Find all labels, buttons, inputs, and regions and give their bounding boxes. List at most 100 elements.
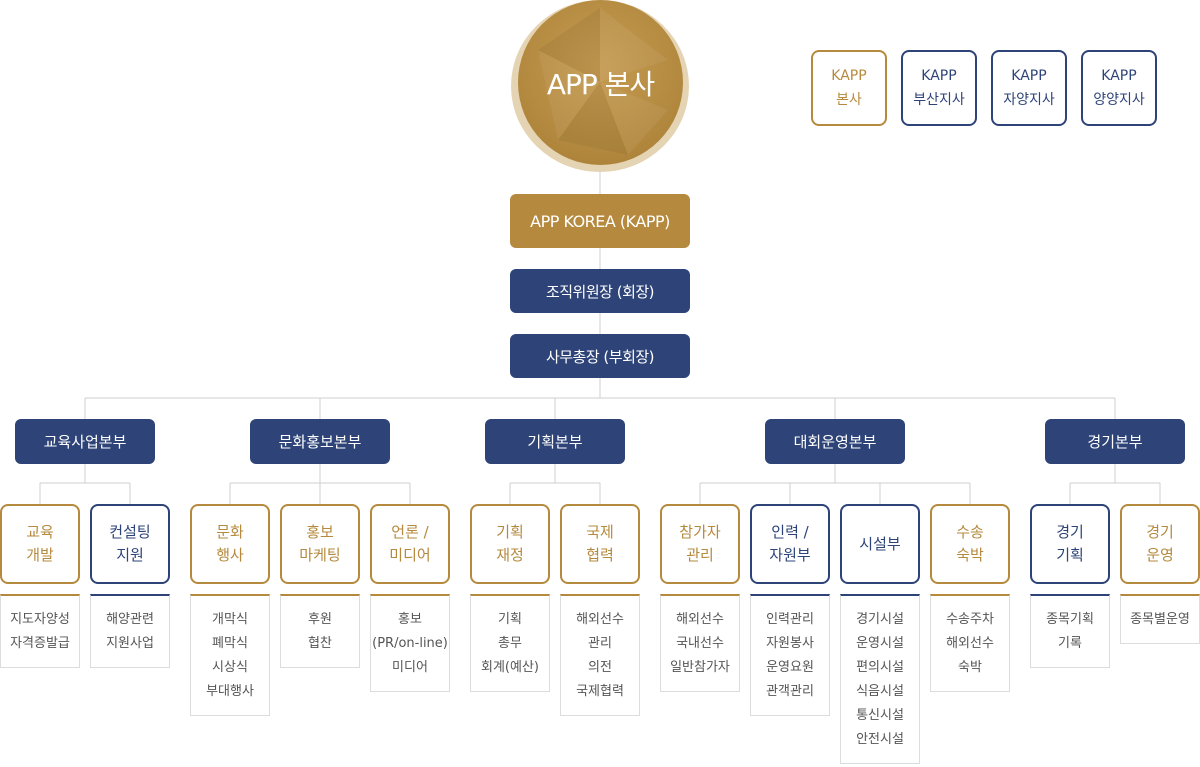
hq-node: APP 본사 [518, 0, 683, 165]
team-line: 미디어 [389, 546, 431, 564]
duty-list-participants: 해외선수 국내선수 일반참가자 [660, 594, 740, 692]
branch-line2: 양양지사 [1093, 92, 1145, 108]
chairman-box: 조직위원장 (회장) [510, 269, 690, 313]
duty-item: 후원 [308, 612, 332, 627]
duty-list-hr-resources: 인력관리 자원봉사 운영요원 관객관리 [750, 594, 830, 716]
duty-item: 시상식 [212, 660, 248, 675]
duty-item: 해양관련 [106, 612, 154, 627]
team-participants: 참가자 관리 [660, 504, 740, 584]
team-culture-events: 문화 행사 [190, 504, 270, 584]
duty-item: 편의시설 [856, 660, 904, 675]
team-line: 행사 [216, 546, 244, 564]
duty-item: 인력관리 [766, 612, 814, 627]
duty-item: 협찬 [308, 636, 332, 651]
team-planning-finance: 기획 재정 [470, 504, 550, 584]
duty-item: 폐막식 [212, 636, 248, 651]
duty-item: 수송주차 [946, 612, 994, 627]
division-operations: 대회운영본부 [765, 419, 905, 464]
team-line: 수송 [956, 523, 984, 541]
branch-line2: 부산지사 [913, 92, 965, 108]
branch-line1: KAPP [921, 68, 957, 84]
duty-item: 관리 [588, 636, 612, 651]
team-transport-lodging: 수송 숙박 [930, 504, 1010, 584]
branch-kapp-hq[interactable]: KAPP 본사 [811, 50, 887, 126]
team-pr-marketing: 홍보 마케팅 [280, 504, 360, 584]
duty-list-competition-operations: 종목별운영 [1120, 594, 1200, 644]
hq-facet-pattern [538, 8, 668, 155]
branch-line2: 자양지사 [1003, 92, 1055, 108]
branch-line1: KAPP [1101, 68, 1137, 84]
duty-list-culture-events: 개막식 폐막식 시상식 부대행사 [190, 594, 270, 716]
team-line: 교육 [26, 523, 54, 541]
branch-kapp-jayang[interactable]: KAPP 자양지사 [991, 50, 1067, 126]
duty-list-press-media: 홍보 (PR/on-line) 미디어 [370, 594, 450, 692]
team-line: 재정 [496, 546, 524, 564]
team-line: 국제 [586, 523, 614, 541]
duty-item: 국내선수 [676, 636, 724, 651]
team-competition-planning: 경기 기획 [1030, 504, 1110, 584]
duty-item: 홍보 [398, 612, 422, 627]
duty-item: 종목별운영 [1130, 612, 1190, 627]
duty-item: 통신시설 [856, 708, 904, 723]
duty-list-international: 해외선수 관리 의전 국제협력 [560, 594, 640, 716]
division-education: 교육사업본부 [15, 419, 155, 464]
duty-item: 기획 [498, 612, 522, 627]
team-line: 경기 [1056, 523, 1084, 541]
team-press-media: 언론 / 미디어 [370, 504, 450, 584]
team-line: 기획 [1056, 546, 1084, 564]
duty-item: 회계(예산) [481, 660, 539, 675]
duty-item: 해외선수 [676, 612, 724, 627]
duty-item: 일반참가자 [670, 660, 730, 675]
team-line: 마케팅 [299, 546, 341, 564]
team-line: 관리 [686, 546, 714, 564]
duty-item: 부대행사 [206, 684, 254, 699]
team-line: 인력 / [771, 523, 809, 541]
secretary-general-box: 사무총장 (부회장) [510, 334, 690, 378]
duty-list-competition-planning: 종목기획 기록 [1030, 594, 1110, 668]
team-line: 개발 [26, 546, 54, 564]
duty-item: 식음시설 [856, 684, 904, 699]
branch-kapp-yangyang[interactable]: KAPP 양양지사 [1081, 50, 1157, 126]
duty-item: 운영시설 [856, 636, 904, 651]
app-korea-box: APP KOREA (KAPP) [510, 194, 690, 248]
duty-item: (PR/on-line) [372, 636, 448, 651]
duty-item: 총무 [498, 636, 522, 651]
team-consulting: 컨설팅 지원 [90, 504, 170, 584]
duty-list-pr-marketing: 후원 협찬 [280, 594, 360, 668]
team-competition-operations: 경기 운영 [1120, 504, 1200, 584]
duty-item: 경기시설 [856, 612, 904, 627]
duty-item: 해외선수 [946, 636, 994, 651]
duty-list-consulting: 해양관련 지원사업 [90, 594, 170, 668]
branch-kapp-busan[interactable]: KAPP 부산지사 [901, 50, 977, 126]
team-facilities: 시설부 [840, 504, 920, 584]
division-competition: 경기본부 [1045, 419, 1185, 464]
team-line: 홍보 [306, 523, 334, 541]
branch-line1: KAPP [831, 68, 867, 84]
duty-item: 개막식 [212, 612, 248, 627]
division-culture-pr: 문화홍보본부 [250, 419, 390, 464]
team-line: 경기 [1146, 523, 1174, 541]
duty-item: 숙박 [958, 660, 982, 675]
team-line: 숙박 [956, 546, 984, 564]
team-line: 기획 [496, 523, 524, 541]
team-line: 참가자 [679, 523, 721, 541]
team-line: 자원부 [769, 546, 811, 564]
duty-item: 자격증발급 [10, 636, 70, 651]
team-line: 운영 [1146, 546, 1174, 564]
duty-list-planning-finance: 기획 총무 회계(예산) [470, 594, 550, 692]
team-line: 지원 [116, 546, 144, 564]
duty-item: 미디어 [392, 660, 428, 675]
duty-list-transport-lodging: 수송주차 해외선수 숙박 [930, 594, 1010, 692]
branch-line1: KAPP [1011, 68, 1047, 84]
duty-item: 의전 [588, 660, 612, 675]
duty-list-education-dev: 지도자양성 자격증발급 [0, 594, 80, 668]
duty-item: 종목기획 [1046, 612, 1094, 627]
hq-label: APP 본사 [546, 67, 655, 101]
duty-list-facilities: 경기시설 운영시설 편의시설 식음시설 통신시설 안전시설 [840, 594, 920, 764]
team-line: 문화 [216, 523, 244, 541]
duty-item: 자원봉사 [766, 636, 814, 651]
team-education-dev: 교육 개발 [0, 504, 80, 584]
duty-item: 기록 [1058, 636, 1082, 651]
team-line: 협력 [586, 546, 614, 564]
branch-line2: 본사 [836, 92, 862, 108]
